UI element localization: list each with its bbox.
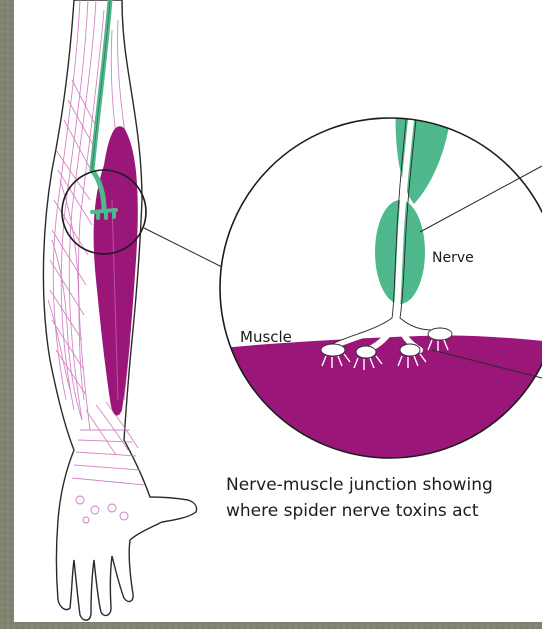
caption-line-2: where spider nerve toxins act <box>226 498 542 524</box>
nerve-label: Nerve <box>432 250 474 266</box>
diagram-caption: Nerve-muscle junction showing where spid… <box>226 472 542 524</box>
caption-line-1: Nerve-muscle junction showing <box>226 472 542 498</box>
muscle-label: Muscle <box>240 328 292 346</box>
